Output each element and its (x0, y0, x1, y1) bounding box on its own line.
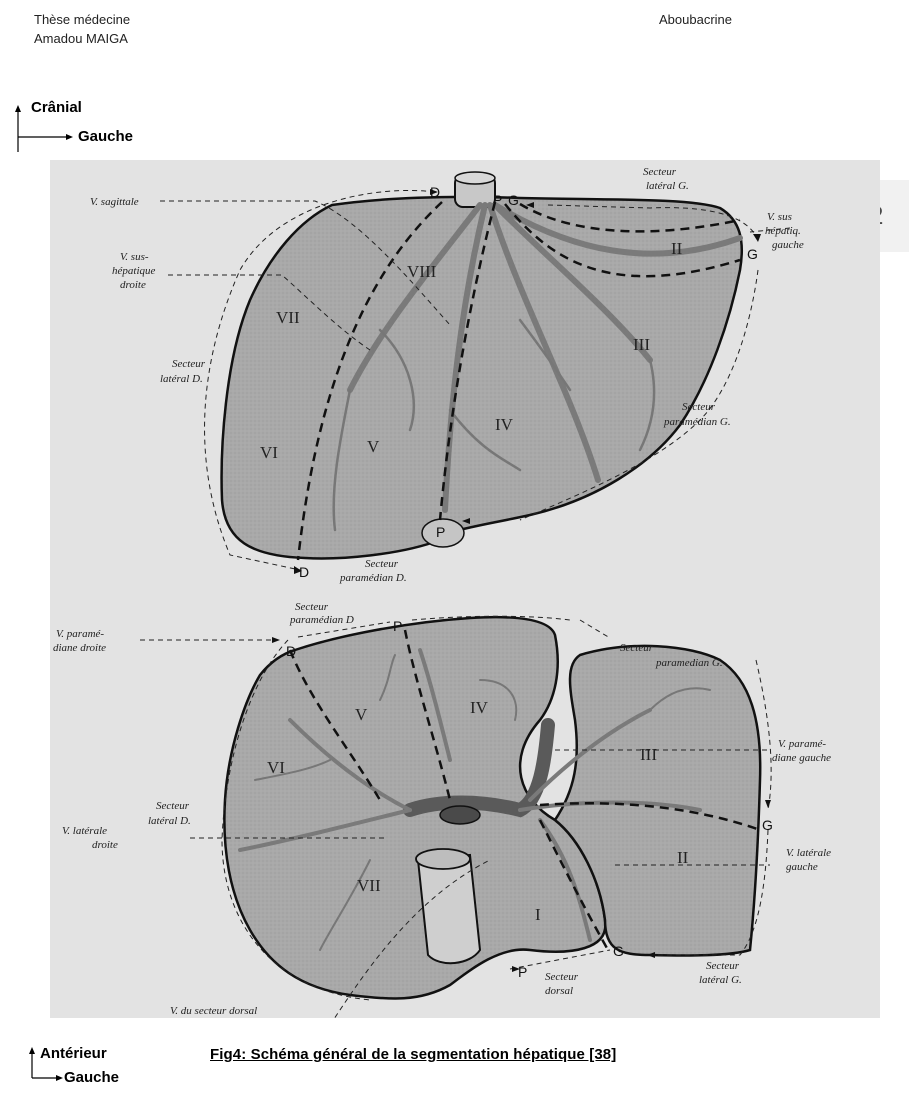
liver-segmentation-figure: D P G G P D II III IV V VI VII VIII V. s… (50, 160, 880, 1018)
orientation-marker-bottom: Antérieur Gauche (28, 1046, 188, 1091)
label-v-sus-hepatique-droite-2: hépatique (112, 265, 155, 277)
label-v-laterale-gauche-2: gauche (786, 861, 818, 873)
segment-vii-bottom: VII (357, 876, 381, 895)
label-secteur-lateral-g-top-1: Secteur (643, 166, 677, 178)
label-v-paramediane-droite-2: diane droite (53, 642, 106, 654)
label-v-sus-hepatique-droite-3: droite (120, 279, 146, 291)
orientation-marker-top: Crânial Gauche (14, 100, 174, 155)
pole-p-bottom: P (436, 524, 445, 540)
label-v-sagittale: V. sagittale (90, 196, 139, 208)
segment-v-top: V (367, 437, 380, 456)
orientation-cranial-label: Crânial (31, 100, 82, 116)
pole-g-right: G (747, 246, 758, 262)
segment-vi-top: VI (260, 443, 278, 462)
segment-v-bottom: V (355, 705, 368, 724)
orientation-left-label: Gauche (78, 129, 133, 145)
segment-vi-bottom: VI (267, 758, 285, 777)
pole-p-bottom-view: P (393, 618, 402, 634)
label-secteur-lateral-d-bottom-2: latéral D. (148, 815, 191, 827)
pole-d-bottom-view: D (286, 643, 296, 659)
segment-i-bottom: I (535, 905, 541, 924)
label-secteur-paramedian-d-bottom-2: paramédian D (289, 614, 354, 626)
label-secteur-paramedian-g-top-1: Secteur (682, 401, 716, 413)
label-secteur-lateral-d-bottom-1: Secteur (156, 800, 190, 812)
label-secteur-paramedian-d-top-2: paramédian D. (339, 572, 407, 584)
label-v-paramediane-gauche-1: V. paramé- (778, 738, 826, 750)
pole-p-top: P (493, 192, 502, 208)
label-secteur-paramedian-g-bottom-2: paramedian G. (655, 657, 723, 669)
pole-g-top: G (508, 192, 519, 208)
thesis-title: Thèse médecine (34, 10, 130, 29)
header-right: Aboubacrine (659, 10, 732, 29)
label-v-paramediane-gauche-2: diane gauche (772, 752, 831, 764)
label-secteur-lateral-d-top-1: Secteur (172, 358, 206, 370)
label-v-du-secteur-dorsal: V. du secteur dorsal (170, 1005, 257, 1017)
author-name: Amadou MAIGA (34, 29, 130, 48)
label-secteur-lateral-g-bottom-2: latéral G. (699, 974, 742, 986)
pole-g-right-bottom-view: G (762, 817, 773, 833)
segment-iii-bottom: III (640, 745, 657, 764)
segment-vii-top: VII (276, 308, 300, 327)
label-v-sus-hepatique-gauche-2: hépatiq. (765, 225, 801, 237)
label-secteur-paramedian-d-bottom-1: Secteur (295, 601, 329, 613)
label-v-paramediane-droite-1: V. paramé- (56, 628, 104, 640)
label-v-sus-hepatique-gauche-3: gauche (772, 239, 804, 251)
orientation-anterior-label: Antérieur (40, 1046, 107, 1062)
label-v-laterale-droite-1: V. latérale (62, 825, 107, 837)
pole-p-lower-bottom-view: P (518, 964, 527, 980)
label-secteur-dorsal-2: dorsal (545, 985, 573, 997)
segment-iv-top: IV (495, 415, 514, 434)
label-secteur-lateral-g-top-2: latéral G. (646, 180, 689, 192)
label-secteur-dorsal-1: Secteur (545, 971, 579, 983)
label-v-sus-hepatique-droite-1: V. sus- (120, 251, 149, 263)
label-secteur-paramedian-d-top-1: Secteur (365, 558, 399, 570)
segment-ii-top: II (671, 239, 683, 258)
segment-iv-bottom: IV (470, 698, 489, 717)
orientation-left-label-bottom: Gauche (64, 1070, 119, 1086)
label-v-laterale-droite-2: droite (92, 839, 118, 851)
label-v-laterale-gauche-1: V. latérale (786, 847, 831, 859)
header-left: Thèse médecine Amadou MAIGA (34, 10, 130, 48)
label-secteur-paramedian-g-bottom-1: Secteur (620, 642, 654, 654)
pole-g-bottom-bottom-view: G (613, 943, 624, 959)
liver-diagram: D P G G P D II III IV V VI VII VIII V. s… (50, 160, 880, 1018)
label-secteur-paramedian-g-top-2: paramédian G. (663, 416, 731, 428)
segment-iii-top: III (633, 335, 650, 354)
label-secteur-lateral-d-top-2: latéral D. (160, 373, 203, 385)
segment-ii-bottom: II (677, 848, 689, 867)
pole-d-top: D (430, 184, 440, 200)
segment-viii-top: VIII (407, 262, 437, 281)
figure-caption: Fig4: Schéma général de la segmentation … (210, 1046, 616, 1063)
label-v-sus-hepatique-gauche-1: V. sus (767, 211, 792, 223)
label-secteur-lateral-g-bottom-1: Secteur (706, 960, 740, 972)
pole-d-bottom: D (299, 564, 309, 580)
